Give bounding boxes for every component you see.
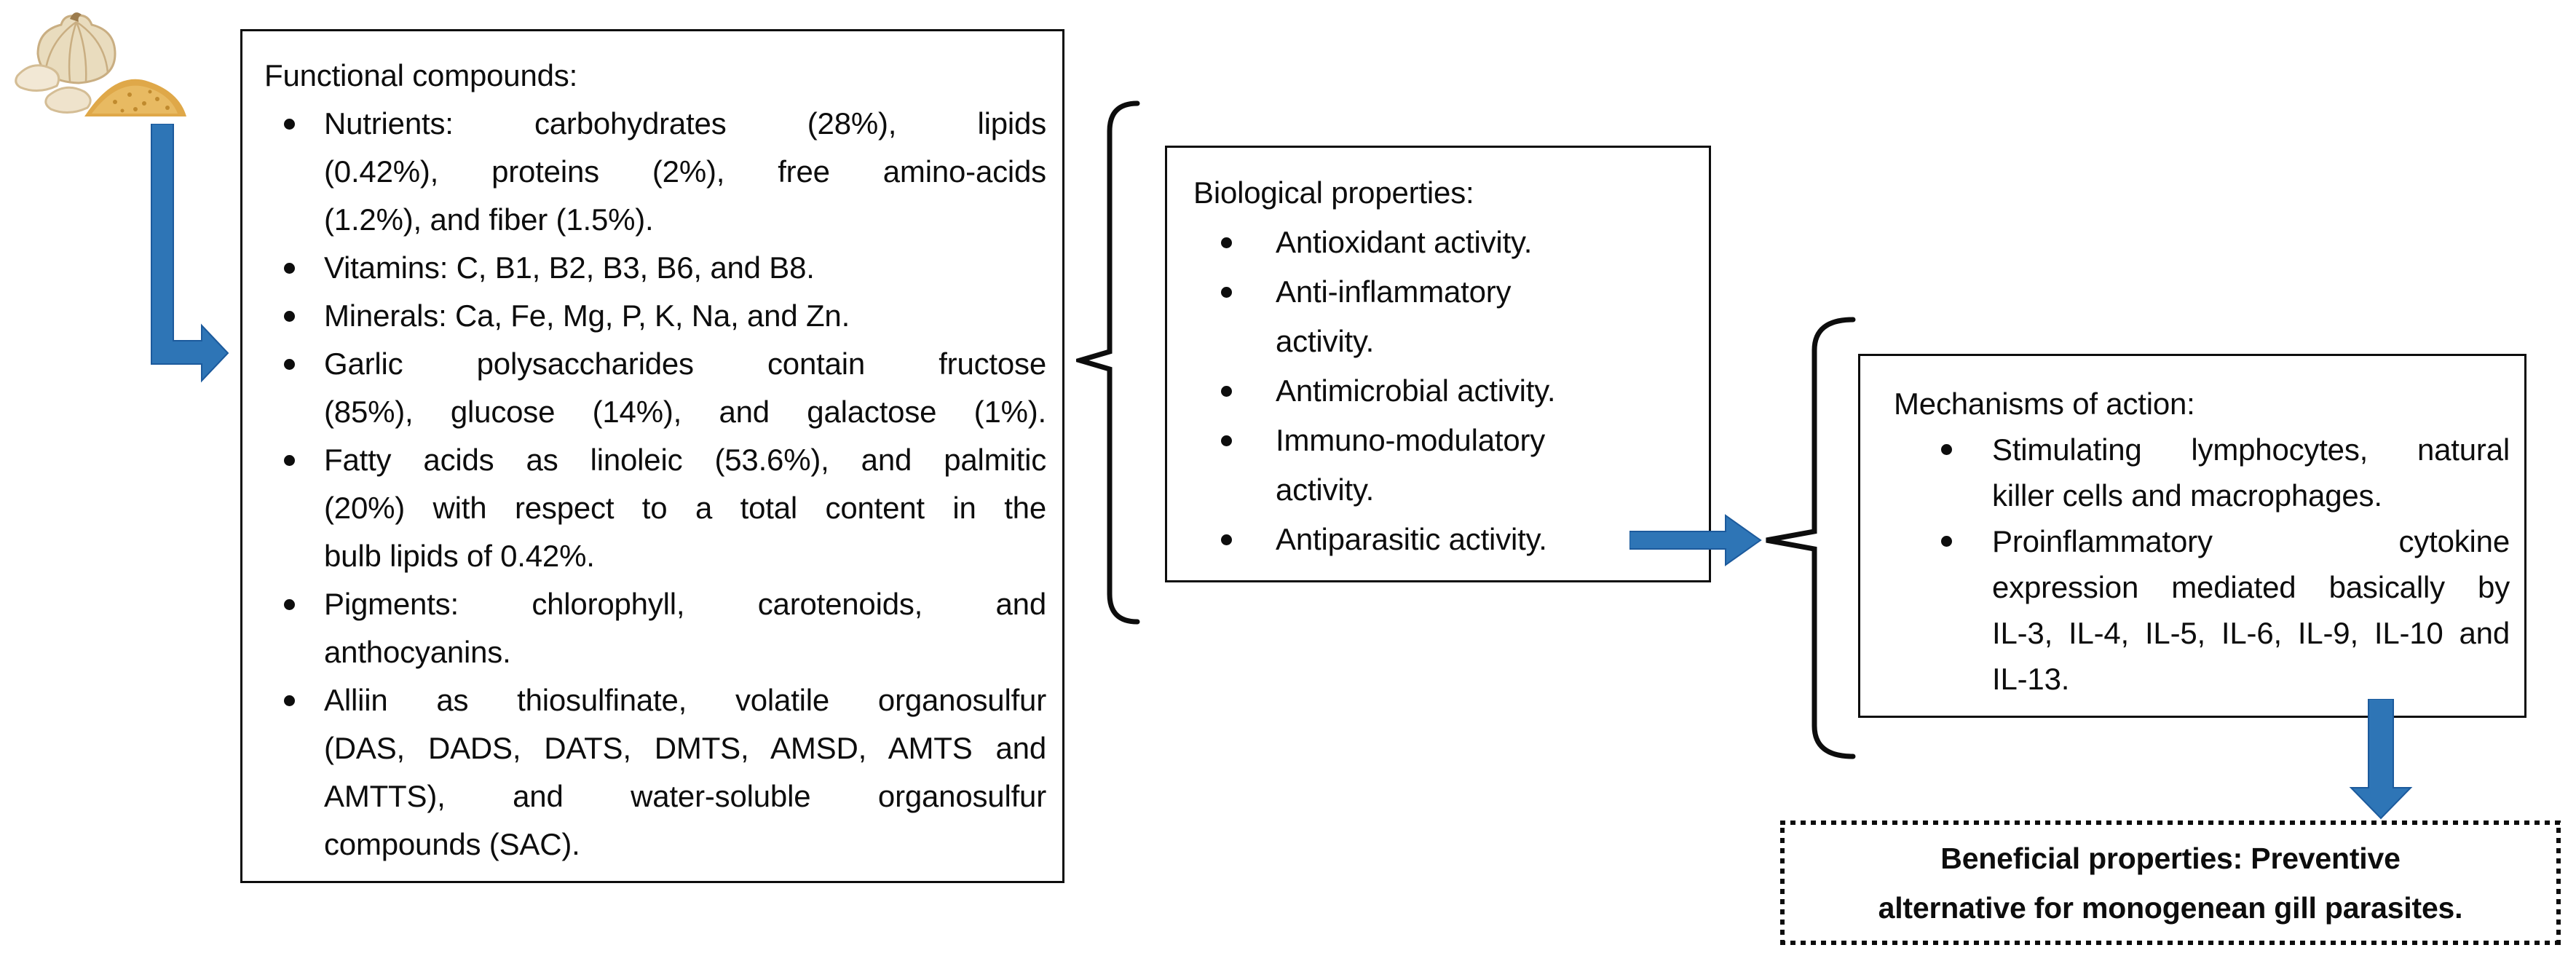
text-line: alternative for monogenean gill parasite… (1878, 890, 2463, 925)
list-item: Pigments: chlorophyll, carotenoids, and … (264, 580, 1046, 676)
flow-arrow-biological-to-mechanisms (1629, 514, 1762, 566)
mechanisms-of-action-box: Mechanisms of action: Stimulating lympho… (1858, 354, 2526, 718)
list-item: Minerals: Ca, Fe, Mg, P, K, Na, and Zn. (264, 292, 1046, 340)
list-item: Garlic polysaccharides contain fructose … (264, 340, 1046, 436)
list-item: Immuno-modulatory activity. (1193, 416, 1676, 515)
text-line: IL-13. (1992, 662, 2070, 696)
text-line: Antioxidant activity. (1276, 225, 1533, 259)
text-line: killer cells and macrophages. (1992, 478, 2382, 513)
text-line: Fatty acids as linoleic (53.6%), and pal… (324, 443, 1046, 477)
text-line: (0.42%), proteins (2%), free amino-acids (324, 154, 1046, 189)
bullet-dot (1941, 536, 1952, 547)
bullet-dot (284, 263, 295, 274)
text-line: activity. (1276, 472, 1375, 507)
bullet-dot (284, 455, 295, 466)
text-line: Immuno-modulatory (1276, 423, 1546, 457)
garlic-clove (15, 64, 60, 92)
bullet-dot (1221, 386, 1232, 397)
garlic-bulb (36, 14, 116, 84)
text-line: Beneficial properties: Preventive (1940, 841, 2401, 875)
list-item: Antimicrobial activity. (1193, 366, 1676, 416)
garlic-photo (15, 12, 186, 116)
list-item: Stimulating lymphocytes, natural killer … (1894, 427, 2510, 518)
text-line: Vitamins: C, B1, B2, B3, B6, and B8. (324, 250, 815, 285)
text-line: Proinflammatory cytokine (1992, 524, 2510, 558)
text-line: Antimicrobial activity. (1276, 373, 1556, 408)
list-item: Anti-inflammatory activity. (1193, 267, 1676, 366)
bullet-dot (284, 119, 295, 130)
flow-arrow-mechanisms-to-beneficial (2349, 699, 2413, 820)
biological-properties-box: Biological properties: Antioxidant activ… (1165, 146, 1711, 582)
bullet-dot (284, 359, 295, 370)
list-item: Antiparasitic activity. (1193, 515, 1676, 564)
text-line: IL-3, IL-4, IL-5, IL-6, IL-9, IL-10 and (1992, 616, 2510, 650)
beneficial-properties-box: Beneficial properties: Preventive altern… (1780, 820, 2561, 945)
bullet-dot (284, 311, 295, 322)
bullet-dot (1221, 237, 1232, 248)
functional-compounds-title: Functional compounds: (264, 58, 578, 92)
text-line: (85%), glucose (14%), and galactose (1%)… (324, 395, 1046, 429)
text-line: Stimulating lymphocytes, natural (1992, 432, 2510, 467)
text-line: bulb lipids of 0.42%. (324, 539, 595, 573)
list-item: Alliin as thiosulfinate, volatile organo… (264, 676, 1046, 869)
list-item: Nutrients: carbohydrates (28%), lipids (… (264, 100, 1046, 244)
functional-compounds-box: Functional compounds: Nutrients: carbohy… (240, 29, 1064, 883)
text-line: Alliin as thiosulfinate, volatile organo… (324, 683, 1046, 717)
flow-arrow-garlic-to-functional (151, 124, 229, 383)
text-line: (20%) with respect to a total content in… (324, 491, 1046, 525)
list-item: Fatty acids as linoleic (53.6%), and pal… (264, 436, 1046, 580)
text-line: activity. (1276, 324, 1375, 358)
brace-biological-to-mechanisms (1766, 317, 1856, 759)
text-line: Pigments: chlorophyll, carotenoids, and (324, 587, 1046, 621)
bullet-dot (284, 599, 295, 610)
list-item: Antioxidant activity. (1193, 218, 1676, 267)
text-line: compounds (SAC). (324, 827, 580, 861)
bullet-dot (1221, 287, 1232, 298)
text-line: Garlic polysaccharides contain fructose (324, 347, 1046, 381)
biological-properties-title: Biological properties: (1193, 175, 1474, 210)
bullet-dot (284, 695, 295, 706)
text-line: Antiparasitic activity. (1276, 522, 1547, 556)
text-line: Minerals: Ca, Fe, Mg, P, K, Na, and Zn. (324, 298, 850, 333)
text-line: (1.2%), and fiber (1.5%). (324, 202, 654, 237)
text-line: expression mediated basically by (1992, 570, 2510, 604)
list-item: Vitamins: C, B1, B2, B3, B6, and B8. (264, 244, 1046, 292)
bullet-dot (1221, 534, 1232, 545)
list-item: Proinflammatory cytokine expression medi… (1894, 518, 2510, 702)
text-line: AMTTS), and water-soluble organosulfur (324, 779, 1046, 813)
text-line: anthocyanins. (324, 635, 511, 669)
text-line: Anti-inflammatory (1276, 274, 1512, 309)
bullet-dot (1941, 444, 1952, 455)
garlic-clove (44, 86, 92, 114)
text-line: (DAS, DADS, DATS, DMTS, AMSD, AMTS and (324, 731, 1046, 765)
text-line: Nutrients: carbohydrates (28%), lipids (324, 106, 1046, 141)
mechanisms-of-action-title: Mechanisms of action: (1894, 387, 2195, 421)
brace-functional-to-biological (1076, 100, 1140, 625)
bullet-dot (1221, 435, 1232, 446)
